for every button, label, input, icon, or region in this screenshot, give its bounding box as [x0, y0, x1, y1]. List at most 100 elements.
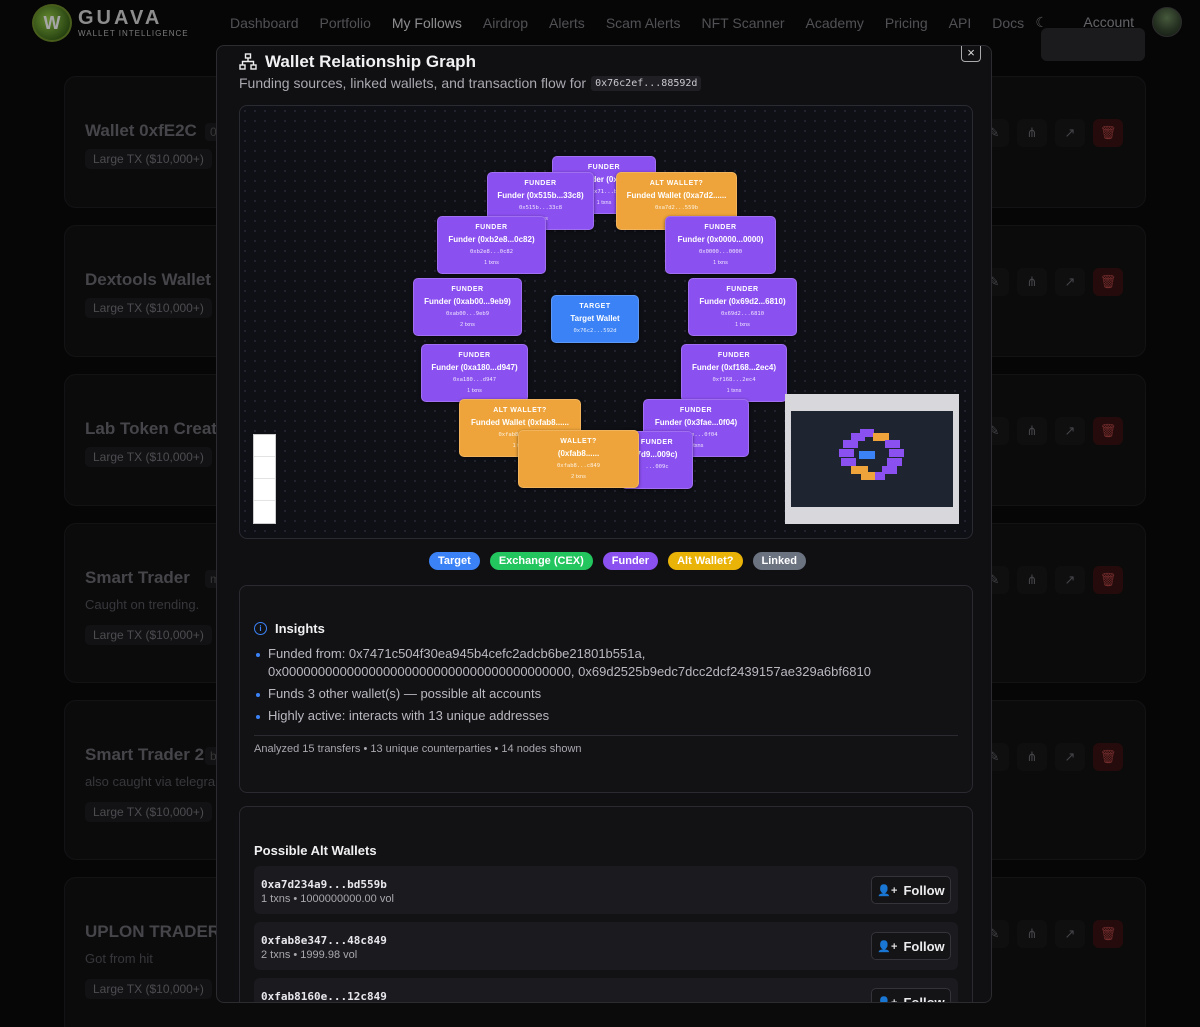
close-icon[interactable]: × — [961, 46, 981, 62]
nav-link-docs[interactable]: Docs — [992, 15, 1025, 31]
nav-link-alerts[interactable]: Alerts — [549, 15, 585, 31]
insight-item: Funds 3 other wallet(s) — possible alt a… — [254, 685, 954, 703]
alt-wallets-title: Possible Alt Wallets — [254, 843, 377, 858]
graph-icon[interactable]: ⋔ — [1017, 743, 1047, 771]
wallet-address-code: 0x76c2ef...88592d — [591, 75, 702, 91]
alt-wallets-panel: Possible Alt Wallets 0xa7d234a9...bd559b… — [239, 806, 973, 1003]
nav-link-pricing[interactable]: Pricing — [884, 15, 928, 31]
alert-badge: Large TX ($10,000+) — [85, 298, 212, 318]
account-link[interactable]: Account — [1083, 14, 1134, 30]
brand-name: GUAVA — [78, 7, 163, 29]
divider — [254, 735, 958, 736]
user-plus-icon: 👤+ — [877, 940, 898, 953]
nav-link-airdrop[interactable]: Airdrop — [482, 15, 529, 31]
alt-wallet-row: 0xfab8e347...48c849 2 txns • 1999.98 vol… — [254, 922, 958, 970]
brand-logo[interactable]: W GUAVA WALLET INTELLIGENCE — [32, 4, 189, 42]
legend-funder: Funder — [602, 552, 659, 570]
alert-badge: Large TX ($10,000+) — [85, 625, 212, 645]
graph-icon[interactable]: ⋔ — [1017, 566, 1047, 594]
moon-icon[interactable]: ☾ — [1035, 14, 1048, 30]
alt-wallet-address: 0xfab8160e...12c849 — [261, 990, 387, 1003]
avatar[interactable] — [1152, 7, 1182, 37]
modal-title-text: Wallet Relationship Graph — [265, 52, 476, 71]
insight-item: Funded from: 0x7471c504f30ea945b4cefc2ad… — [254, 645, 954, 681]
card-title: Wallet 0xfE2C — [85, 121, 197, 140]
nav-link-portfolio[interactable]: Portfolio — [319, 15, 371, 31]
graph-icon[interactable]: ⋔ — [1017, 119, 1047, 147]
alt-wallet-meta: 2 txns • 1999.98 vol — [261, 949, 358, 961]
fit-view-icon[interactable] — [254, 479, 275, 501]
card-title: Dextools Wallet — [85, 270, 211, 289]
nav-links: Dashboard Portfolio My Follows Airdrop A… — [230, 15, 1024, 31]
trash-icon[interactable]: 🗑 — [1093, 566, 1123, 594]
alt-wallet-row: 0xfab8160e...12c849 👤+ Follow — [254, 978, 958, 1003]
graph-icon[interactable]: ⋔ — [1017, 268, 1047, 296]
alt-wallet-row: 0xa7d234a9...bd559b 1 txns • 1000000000.… — [254, 866, 958, 914]
card-title: UPLON TRADER — [85, 922, 221, 941]
legend-alt-wallet: Alt Wallet? — [668, 552, 743, 570]
nav-link-dashboard[interactable]: Dashboard — [230, 15, 299, 31]
graph-icon[interactable]: ⋔ — [1017, 417, 1047, 445]
legend-linked: Linked — [752, 552, 806, 570]
wallet-graph-modal: Wallet Relationship Graph × Funding sour… — [216, 45, 992, 1003]
card-title: Smart Trader — [85, 568, 190, 587]
external-link-icon[interactable]: ↗ — [1055, 119, 1085, 147]
external-link-icon[interactable]: ↗ — [1055, 566, 1085, 594]
card-note: Caught on trending. — [85, 597, 200, 612]
zoom-out-icon[interactable] — [254, 457, 275, 479]
graph-icon[interactable]: ⋔ — [1017, 920, 1047, 948]
network-icon — [239, 53, 257, 70]
user-plus-icon: 👤+ — [877, 884, 898, 897]
follow-button[interactable]: 👤+ Follow — [871, 988, 951, 1002]
nav-link-api[interactable]: API — [948, 15, 972, 31]
modal-title: Wallet Relationship Graph — [239, 52, 476, 72]
card-title: Smart Trader 2 — [85, 745, 205, 764]
card-note: also caught via telegra — [85, 774, 216, 789]
nav-link-my-follows[interactable]: My Follows — [391, 15, 462, 31]
external-link-icon[interactable]: ↗ — [1055, 268, 1085, 296]
insights-list: Funded from: 0x7471c504f30ea945b4cefc2ad… — [254, 645, 954, 729]
legend-target: Target — [429, 552, 480, 570]
trash-icon[interactable]: 🗑 — [1093, 417, 1123, 445]
follow-button[interactable]: 👤+ Follow — [871, 932, 951, 960]
external-link-icon[interactable]: ↗ — [1055, 417, 1085, 445]
alt-wallet-address: 0xfab8e347...48c849 — [261, 934, 387, 947]
info-icon: i — [254, 622, 267, 635]
modal-description: Funding sources, linked wallets, and tra… — [239, 75, 702, 91]
nav-link-nft-scanner[interactable]: NFT Scanner — [701, 15, 785, 31]
alert-badge: Large TX ($10,000+) — [85, 802, 212, 822]
trash-icon[interactable]: 🗑 — [1093, 743, 1123, 771]
nav-link-academy[interactable]: Academy — [805, 15, 864, 31]
graph-legend: Target Exchange (CEX) Funder Alt Wallet?… — [429, 552, 806, 570]
top-nav: W GUAVA WALLET INTELLIGENCE Dashboard Po… — [0, 0, 1200, 46]
alert-badge: Large TX ($10,000+) — [85, 149, 212, 169]
external-link-icon[interactable]: ↗ — [1055, 743, 1085, 771]
alert-badge: Large TX ($10,000+) — [85, 979, 212, 999]
background-action-button[interactable] — [1041, 28, 1145, 61]
insights-title: Insights — [275, 621, 325, 636]
follow-button[interactable]: 👤+ Follow — [871, 876, 951, 904]
insight-item: Highly active: interacts with 13 unique … — [254, 707, 954, 725]
external-link-icon[interactable]: ↗ — [1055, 920, 1085, 948]
insights-footer: Analyzed 15 transfers • 13 unique counte… — [254, 743, 582, 755]
trash-icon[interactable]: 🗑 — [1093, 119, 1123, 147]
minimap-preview — [839, 429, 904, 480]
graph-minimap[interactable] — [785, 394, 959, 524]
trash-icon[interactable]: 🗑 — [1093, 920, 1123, 948]
zoom-in-icon[interactable] — [254, 435, 275, 457]
guava-logo-icon: W — [32, 4, 72, 42]
trash-icon[interactable]: 🗑 — [1093, 268, 1123, 296]
insights-panel: i Insights Funded from: 0x7471c504f30ea9… — [239, 585, 973, 793]
nav-link-scam-alerts[interactable]: Scam Alerts — [605, 15, 681, 31]
alt-wallet-meta: 1 txns • 1000000000.00 vol — [261, 893, 394, 905]
graph-zoom-controls[interactable] — [253, 434, 276, 524]
